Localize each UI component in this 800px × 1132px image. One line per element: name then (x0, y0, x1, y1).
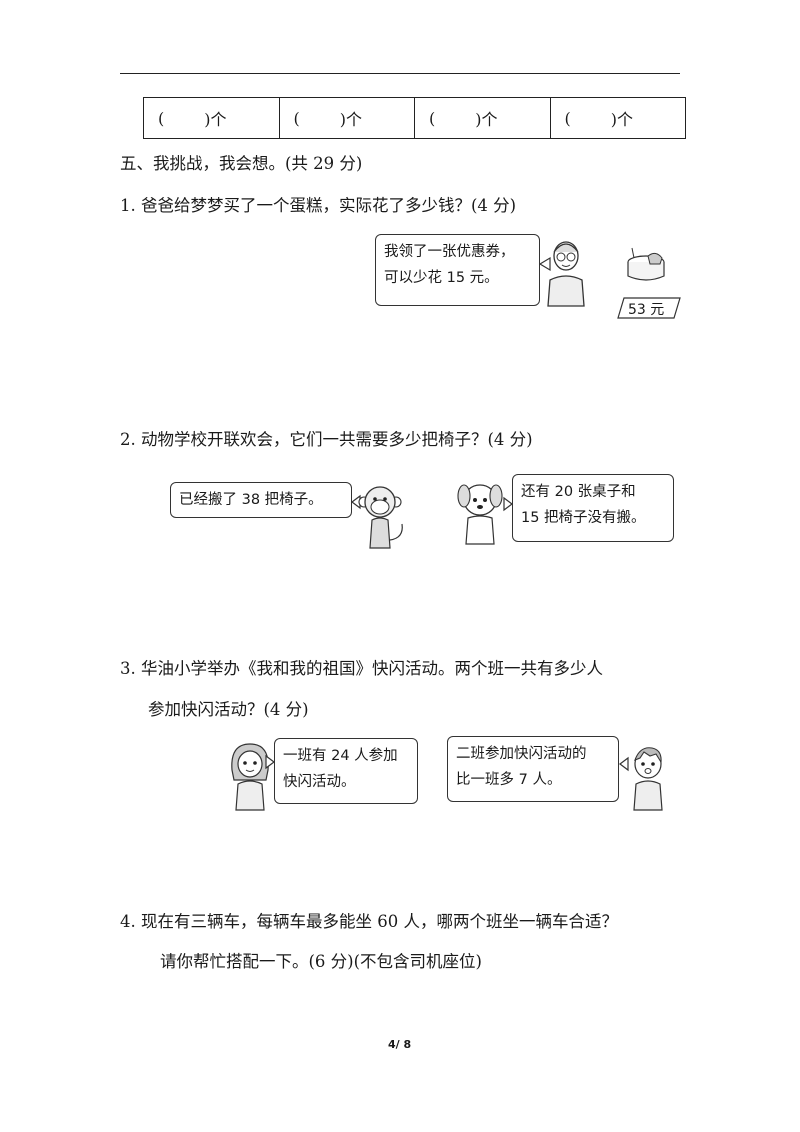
problem-3-text-line2: 参加快闪活动？(4 分) (148, 700, 309, 719)
boy-illustration (619, 747, 663, 811)
problem-2-text: 2. 动物学校开联欢会，它们一共需要多少把椅子？(4 分) (120, 430, 533, 449)
girl-illustration (231, 743, 275, 811)
monkey-illustration (351, 486, 403, 549)
answer-blank-cell[interactable]: ()个 (414, 98, 550, 138)
cake-icon (627, 247, 665, 281)
girl-speech-bubble: 一班有 24 人参加 快闪活动。 (274, 738, 418, 804)
puppy-speech-bubble: 还有 20 张桌子和 15 把椅子没有搬。 (512, 474, 674, 542)
cake-price-label: 53 元 (628, 302, 665, 318)
problem-4-text-line1: 4. 现在有三辆车，每辆车最多能坐 60 人，哪两个班坐一辆车合适？ (120, 912, 618, 931)
header-rule (120, 73, 680, 74)
answer-blank-cell[interactable]: ()个 (278, 98, 415, 138)
boy-speech-bubble: 二班参加快闪活动的 比一班多 7 人。 (447, 736, 619, 802)
dad-illustration (538, 241, 585, 307)
page-number: 4/ 8 (388, 1038, 412, 1051)
answer-blank-cell[interactable]: ()个 (158, 108, 227, 130)
dad-speech-bubble: 我领了一张优惠券， 可以少花 15 元。 (375, 234, 540, 306)
answer-blank-table: ()个 ()个 ()个 ()个 (143, 97, 686, 139)
monkey-speech-bubble: 已经搬了 38 把椅子。 (170, 482, 352, 518)
problem-3-text-line1: 3. 华油小学举办《我和我的祖国》快闪活动。两个班一共有多少人 (120, 659, 603, 678)
answer-blank-cell[interactable]: ()个 (549, 98, 686, 138)
problem-4-text-line2: 请你帮忙搭配一下。(6 分)(不包含司机座位) (160, 952, 482, 971)
price-tag-shape (617, 297, 681, 319)
puppy-illustration (457, 484, 513, 545)
problem-1-text: 1. 爸爸给梦梦买了一个蛋糕，实际花了多少钱？(4 分) (120, 196, 517, 215)
section-title: 五、我挑战，我会想。(共 29 分) (120, 154, 363, 173)
